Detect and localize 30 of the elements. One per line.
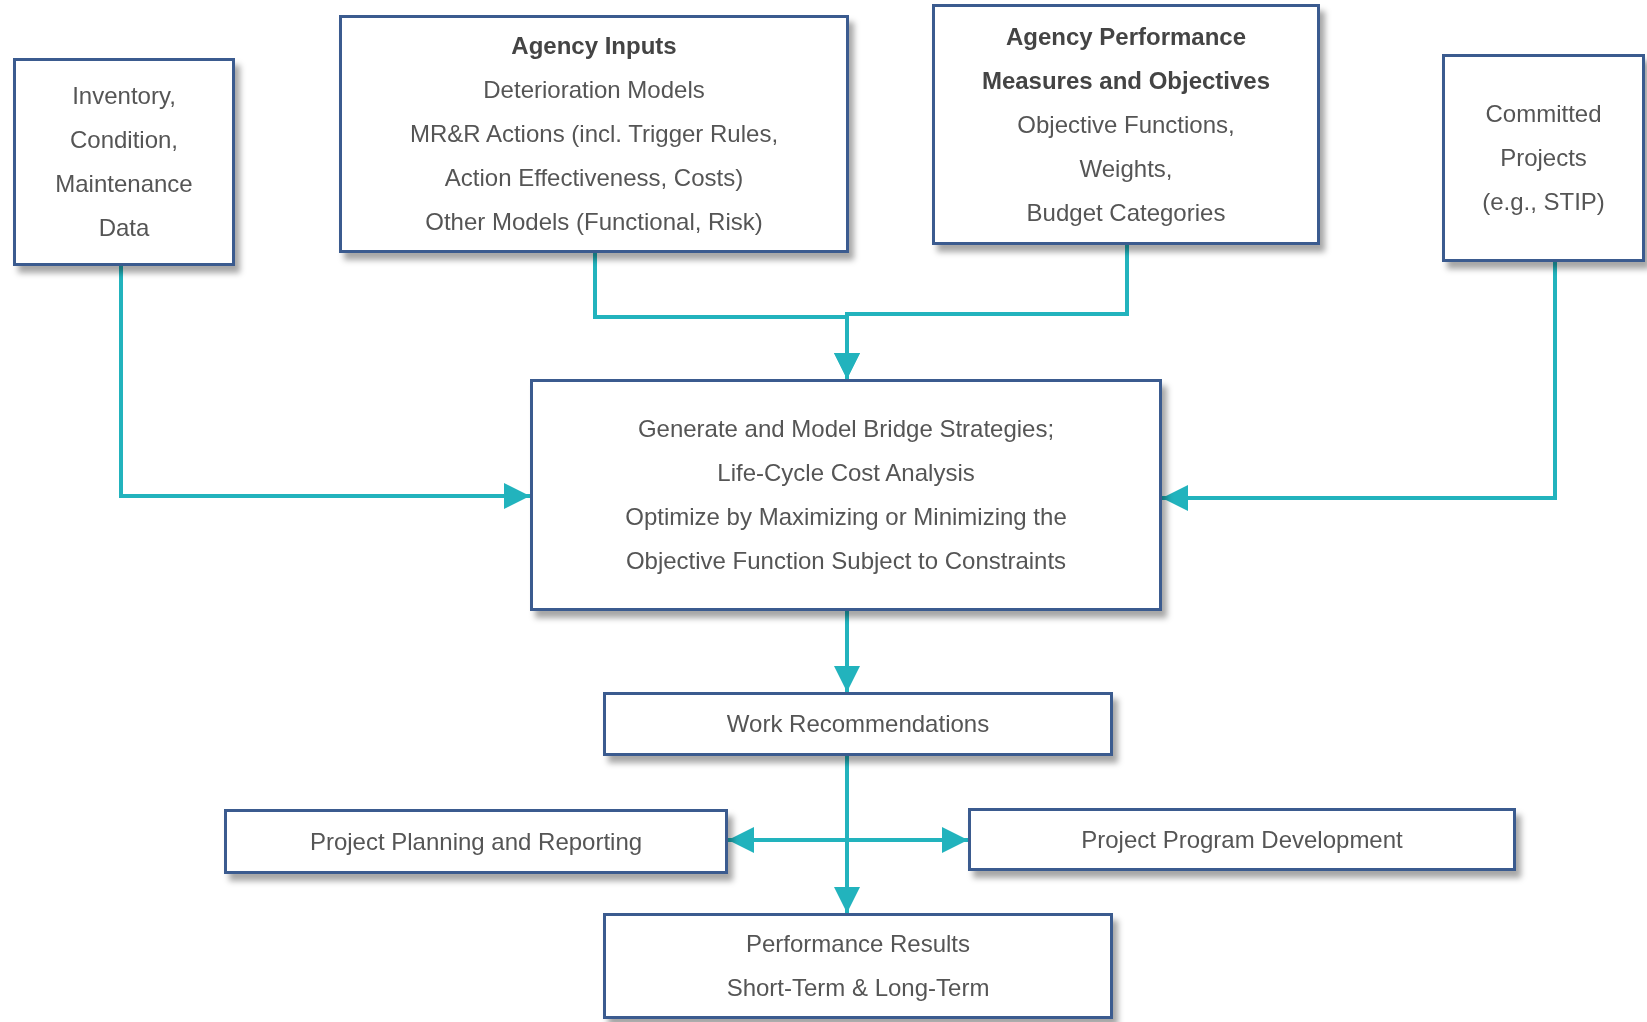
arrow: [834, 611, 860, 692]
box-text: Budget Categories: [1026, 197, 1226, 228]
box-text: Short-Term & Long-Term: [726, 973, 990, 1003]
box-text: Deterioration Models: [483, 75, 705, 105]
box-text: Objective Functions,: [1017, 109, 1235, 140]
process-box: [224, 809, 728, 874]
arrow: [119, 266, 530, 509]
box-text: Inventory, Condition, Maintenance Data: [54, 81, 194, 243]
box-text: Weights,: [1079, 153, 1173, 184]
box-heading: Agency Performance Measures and Objectives: [980, 21, 1272, 96]
process-box: [530, 379, 1162, 611]
box-text: Optimize by Maximizing or Minimizing the Objective Function Subject to Constraints: [624, 502, 1068, 576]
box-text: Generate and Model Bridge Strategies;: [637, 414, 1055, 444]
arrow: [1162, 262, 1557, 511]
box-text: Project Program Development: [1081, 824, 1403, 855]
box-heading: Agency Inputs: [511, 31, 677, 61]
box-text: Performance Results: [745, 929, 971, 959]
box-text: Work Recommendations: [726, 709, 990, 739]
box-text: Other Models (Functional, Risk): [425, 207, 763, 237]
process-box: [932, 4, 1320, 245]
process-box: [13, 58, 235, 266]
process-box: [603, 692, 1113, 756]
process-box: [968, 808, 1516, 871]
box-text: Committed Projects (e.g., STIP): [1481, 99, 1606, 217]
box-text: Life-Cycle Cost Analysis: [717, 458, 975, 488]
box-text: MR&R Actions (incl. Trigger Rules, Action Effectiveness, Costs): [408, 119, 780, 193]
box-text: Project Planning and Reporting: [309, 826, 643, 857]
process-box: [339, 15, 849, 253]
process-box: [1442, 54, 1645, 262]
process-box: [603, 913, 1113, 1019]
